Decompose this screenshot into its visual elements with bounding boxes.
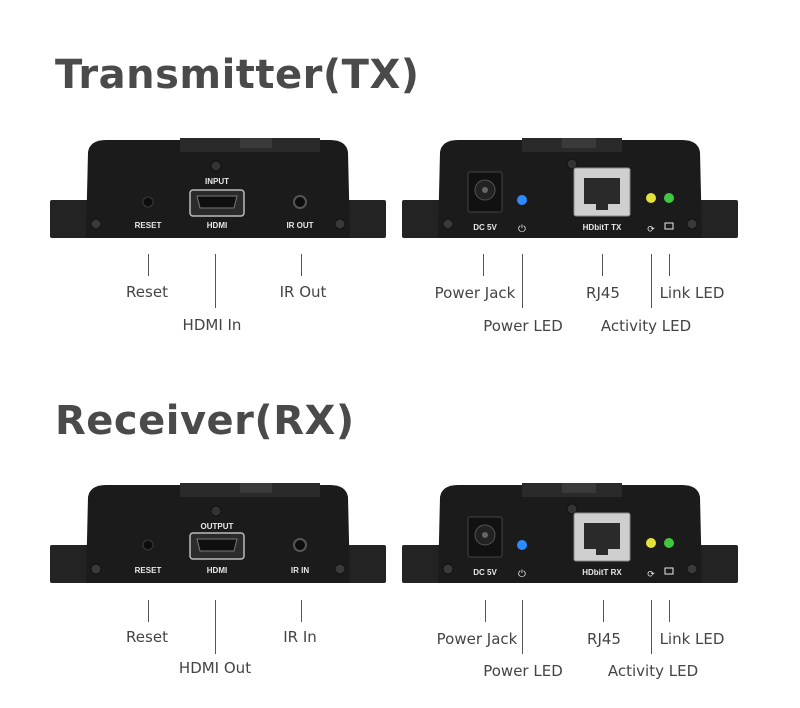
leader-line <box>148 600 149 622</box>
leader-line <box>215 254 216 308</box>
leader-line <box>651 600 652 654</box>
screw-icon <box>334 218 346 230</box>
ir-jack-icon <box>293 538 307 552</box>
screw-icon <box>334 563 346 575</box>
callout-hdmi: HDMI Out <box>178 659 252 677</box>
screw-icon <box>442 563 454 575</box>
screw-icon <box>566 503 578 515</box>
hdmi-label: HDMI <box>207 566 227 575</box>
screw-icon <box>566 158 578 170</box>
callout-hdmi: HDMI In <box>182 316 242 334</box>
activity-led-icon <box>646 538 656 548</box>
rx-rear-panel: DC 5V ⏻ HDbitT RX ⟳ <box>402 483 738 587</box>
leader-line <box>485 600 486 622</box>
screw-icon <box>686 563 698 575</box>
leader-line <box>522 254 523 308</box>
screw-icon <box>210 505 222 517</box>
activity-led-icon <box>646 193 656 203</box>
link-led-icon <box>664 538 674 548</box>
rx-front-panel: OUTPUT RESET HDMI IR IN <box>50 483 386 587</box>
callout-ir: IR Out <box>279 283 327 301</box>
rx-title: Receiver(RX) <box>55 398 355 444</box>
callout-rj45: RJ45 <box>587 630 621 648</box>
screw-icon <box>442 218 454 230</box>
reset-button-icon <box>142 196 154 208</box>
callout-activity-led: Activity LED <box>600 317 692 335</box>
reset-label: RESET <box>135 566 162 575</box>
screw-icon <box>210 160 222 172</box>
leader-line <box>522 600 523 654</box>
dc-label: DC 5V <box>473 223 497 232</box>
callout-link-led: Link LED <box>659 284 725 302</box>
ir-label: IR IN <box>291 566 309 575</box>
callout-reset: Reset <box>126 628 168 646</box>
callout-rj45: RJ45 <box>586 284 620 302</box>
tx-title: Transmitter(TX) <box>55 52 420 98</box>
tx-rear-panel: DC 5V ⏻ HDbitT TX ⟳ <box>402 138 738 242</box>
port-top-label: OUTPUT <box>201 522 234 531</box>
screw-icon <box>90 218 102 230</box>
reset-button-icon <box>142 539 154 551</box>
tx-front-panel: INPUT RESET HDMI IR OUT <box>50 138 386 242</box>
port-top-label: INPUT <box>205 177 229 186</box>
power-led-icon <box>517 540 527 550</box>
callout-power-jack: Power Jack <box>436 630 518 648</box>
callout-activity-led: Activity LED <box>607 662 699 680</box>
reset-label: RESET <box>135 221 162 230</box>
power-led-icon <box>517 195 527 205</box>
leader-line <box>669 600 670 622</box>
leader-line <box>602 254 603 276</box>
rj45-label: HDbitT RX <box>582 568 622 577</box>
callout-power-led: Power LED <box>483 317 563 335</box>
leader-line <box>215 600 216 654</box>
ir-jack-icon <box>293 195 307 209</box>
hdmi-label: HDMI <box>207 221 227 230</box>
link-symbol-icon <box>664 222 674 230</box>
leader-line <box>483 254 484 276</box>
activity-symbol-icon: ⟳ <box>647 225 655 235</box>
callout-ir: IR In <box>283 628 317 646</box>
leader-line <box>651 254 652 308</box>
hdmi-port-icon <box>196 538 238 552</box>
ir-label: IR OUT <box>286 221 313 230</box>
link-led-icon <box>664 193 674 203</box>
hdmi-port-icon <box>196 195 238 209</box>
callout-power-led: Power LED <box>483 662 563 680</box>
power-symbol-icon: ⏻ <box>518 569 526 580</box>
rj45-port-icon <box>584 523 620 555</box>
dc-label: DC 5V <box>473 568 497 577</box>
leader-line <box>301 600 302 622</box>
screw-icon <box>686 218 698 230</box>
link-symbol-icon <box>664 567 674 575</box>
callout-power-jack: Power Jack <box>434 284 516 302</box>
power-symbol-icon: ⏻ <box>518 224 526 235</box>
callout-link-led: Link LED <box>659 630 725 648</box>
callout-reset: Reset <box>126 283 168 301</box>
rj45-label: HDbitT TX <box>583 223 622 232</box>
screw-icon <box>90 563 102 575</box>
leader-line <box>301 254 302 276</box>
leader-line <box>603 600 604 622</box>
leader-line <box>669 254 670 276</box>
leader-line <box>148 254 149 276</box>
rj45-port-icon <box>584 178 620 210</box>
activity-symbol-icon: ⟳ <box>647 570 655 580</box>
